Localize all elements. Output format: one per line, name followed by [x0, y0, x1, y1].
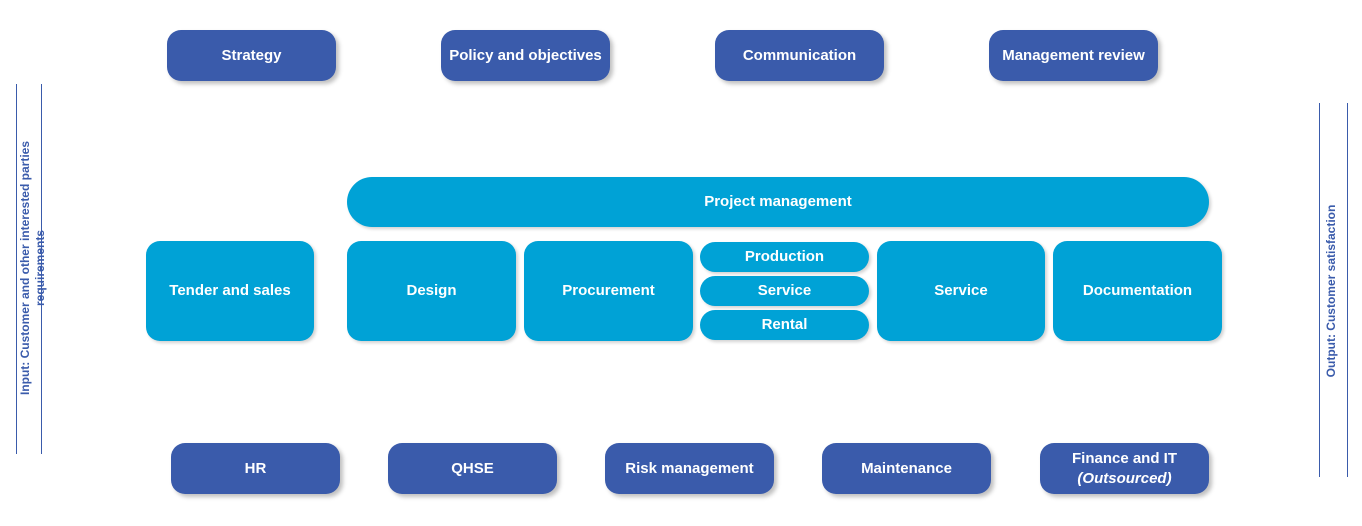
- service-pill-label: Service: [757, 282, 812, 300]
- output-line-left: [1319, 103, 1320, 477]
- project-management-bar[interactable]: Project management: [347, 177, 1209, 227]
- maintenance-box[interactable]: Maintenance: [822, 443, 991, 494]
- tender-sales-label: Tender and sales: [169, 282, 291, 300]
- input-label-line2: requirements: [33, 229, 47, 307]
- management-review-label: Management review: [1002, 46, 1145, 64]
- outsourced-note: (Outsourced): [1077, 469, 1172, 487]
- design-label: Design: [406, 282, 457, 300]
- policy-objectives-box[interactable]: Policy and objectives: [441, 30, 610, 81]
- input-label: Input: Customer and other interested par…: [18, 78, 52, 458]
- strategy-label: Strategy: [221, 46, 282, 64]
- production-label: Production: [744, 248, 825, 266]
- design-box[interactable]: Design: [347, 241, 516, 341]
- rental-label: Rental: [761, 316, 808, 334]
- risk-management-label: Risk management: [625, 459, 754, 477]
- procurement-box[interactable]: Procurement: [524, 241, 693, 341]
- service-pill[interactable]: Service: [700, 276, 869, 306]
- finance-it-box[interactable]: Finance and IT (Outsourced): [1040, 443, 1209, 494]
- input-line-left: [16, 84, 17, 454]
- production-pill[interactable]: Production: [700, 242, 869, 272]
- finance-it-label: Finance and IT: [1071, 450, 1177, 467]
- policy-objectives-label: Policy and objectives: [449, 46, 602, 64]
- management-review-box[interactable]: Management review: [989, 30, 1158, 81]
- service-label: Service: [934, 282, 988, 300]
- communication-box[interactable]: Communication: [715, 30, 884, 81]
- output-label: Output: Customer satisfaction: [1324, 181, 1340, 401]
- risk-management-box[interactable]: Risk management: [605, 443, 774, 494]
- input-label-line1: Input: Customer and other interested par…: [18, 140, 32, 396]
- output-line-right: [1347, 103, 1348, 477]
- hr-box[interactable]: HR: [171, 443, 340, 494]
- communication-label: Communication: [742, 46, 857, 64]
- procurement-label: Procurement: [562, 282, 655, 300]
- project-management-label: Project management: [704, 193, 852, 211]
- hr-label: HR: [244, 459, 267, 477]
- service-box[interactable]: Service: [877, 241, 1045, 341]
- qhse-label: QHSE: [451, 459, 494, 477]
- input-line-right: [41, 84, 42, 454]
- documentation-box[interactable]: Documentation: [1053, 241, 1222, 341]
- rental-pill[interactable]: Rental: [700, 310, 869, 340]
- qhse-box[interactable]: QHSE: [388, 443, 557, 494]
- documentation-label: Documentation: [1082, 282, 1193, 300]
- tender-sales-box[interactable]: Tender and sales: [146, 241, 314, 341]
- maintenance-label: Maintenance: [861, 459, 952, 477]
- output-label-text: Output: Customer satisfaction: [1324, 204, 1338, 378]
- strategy-box[interactable]: Strategy: [167, 30, 336, 81]
